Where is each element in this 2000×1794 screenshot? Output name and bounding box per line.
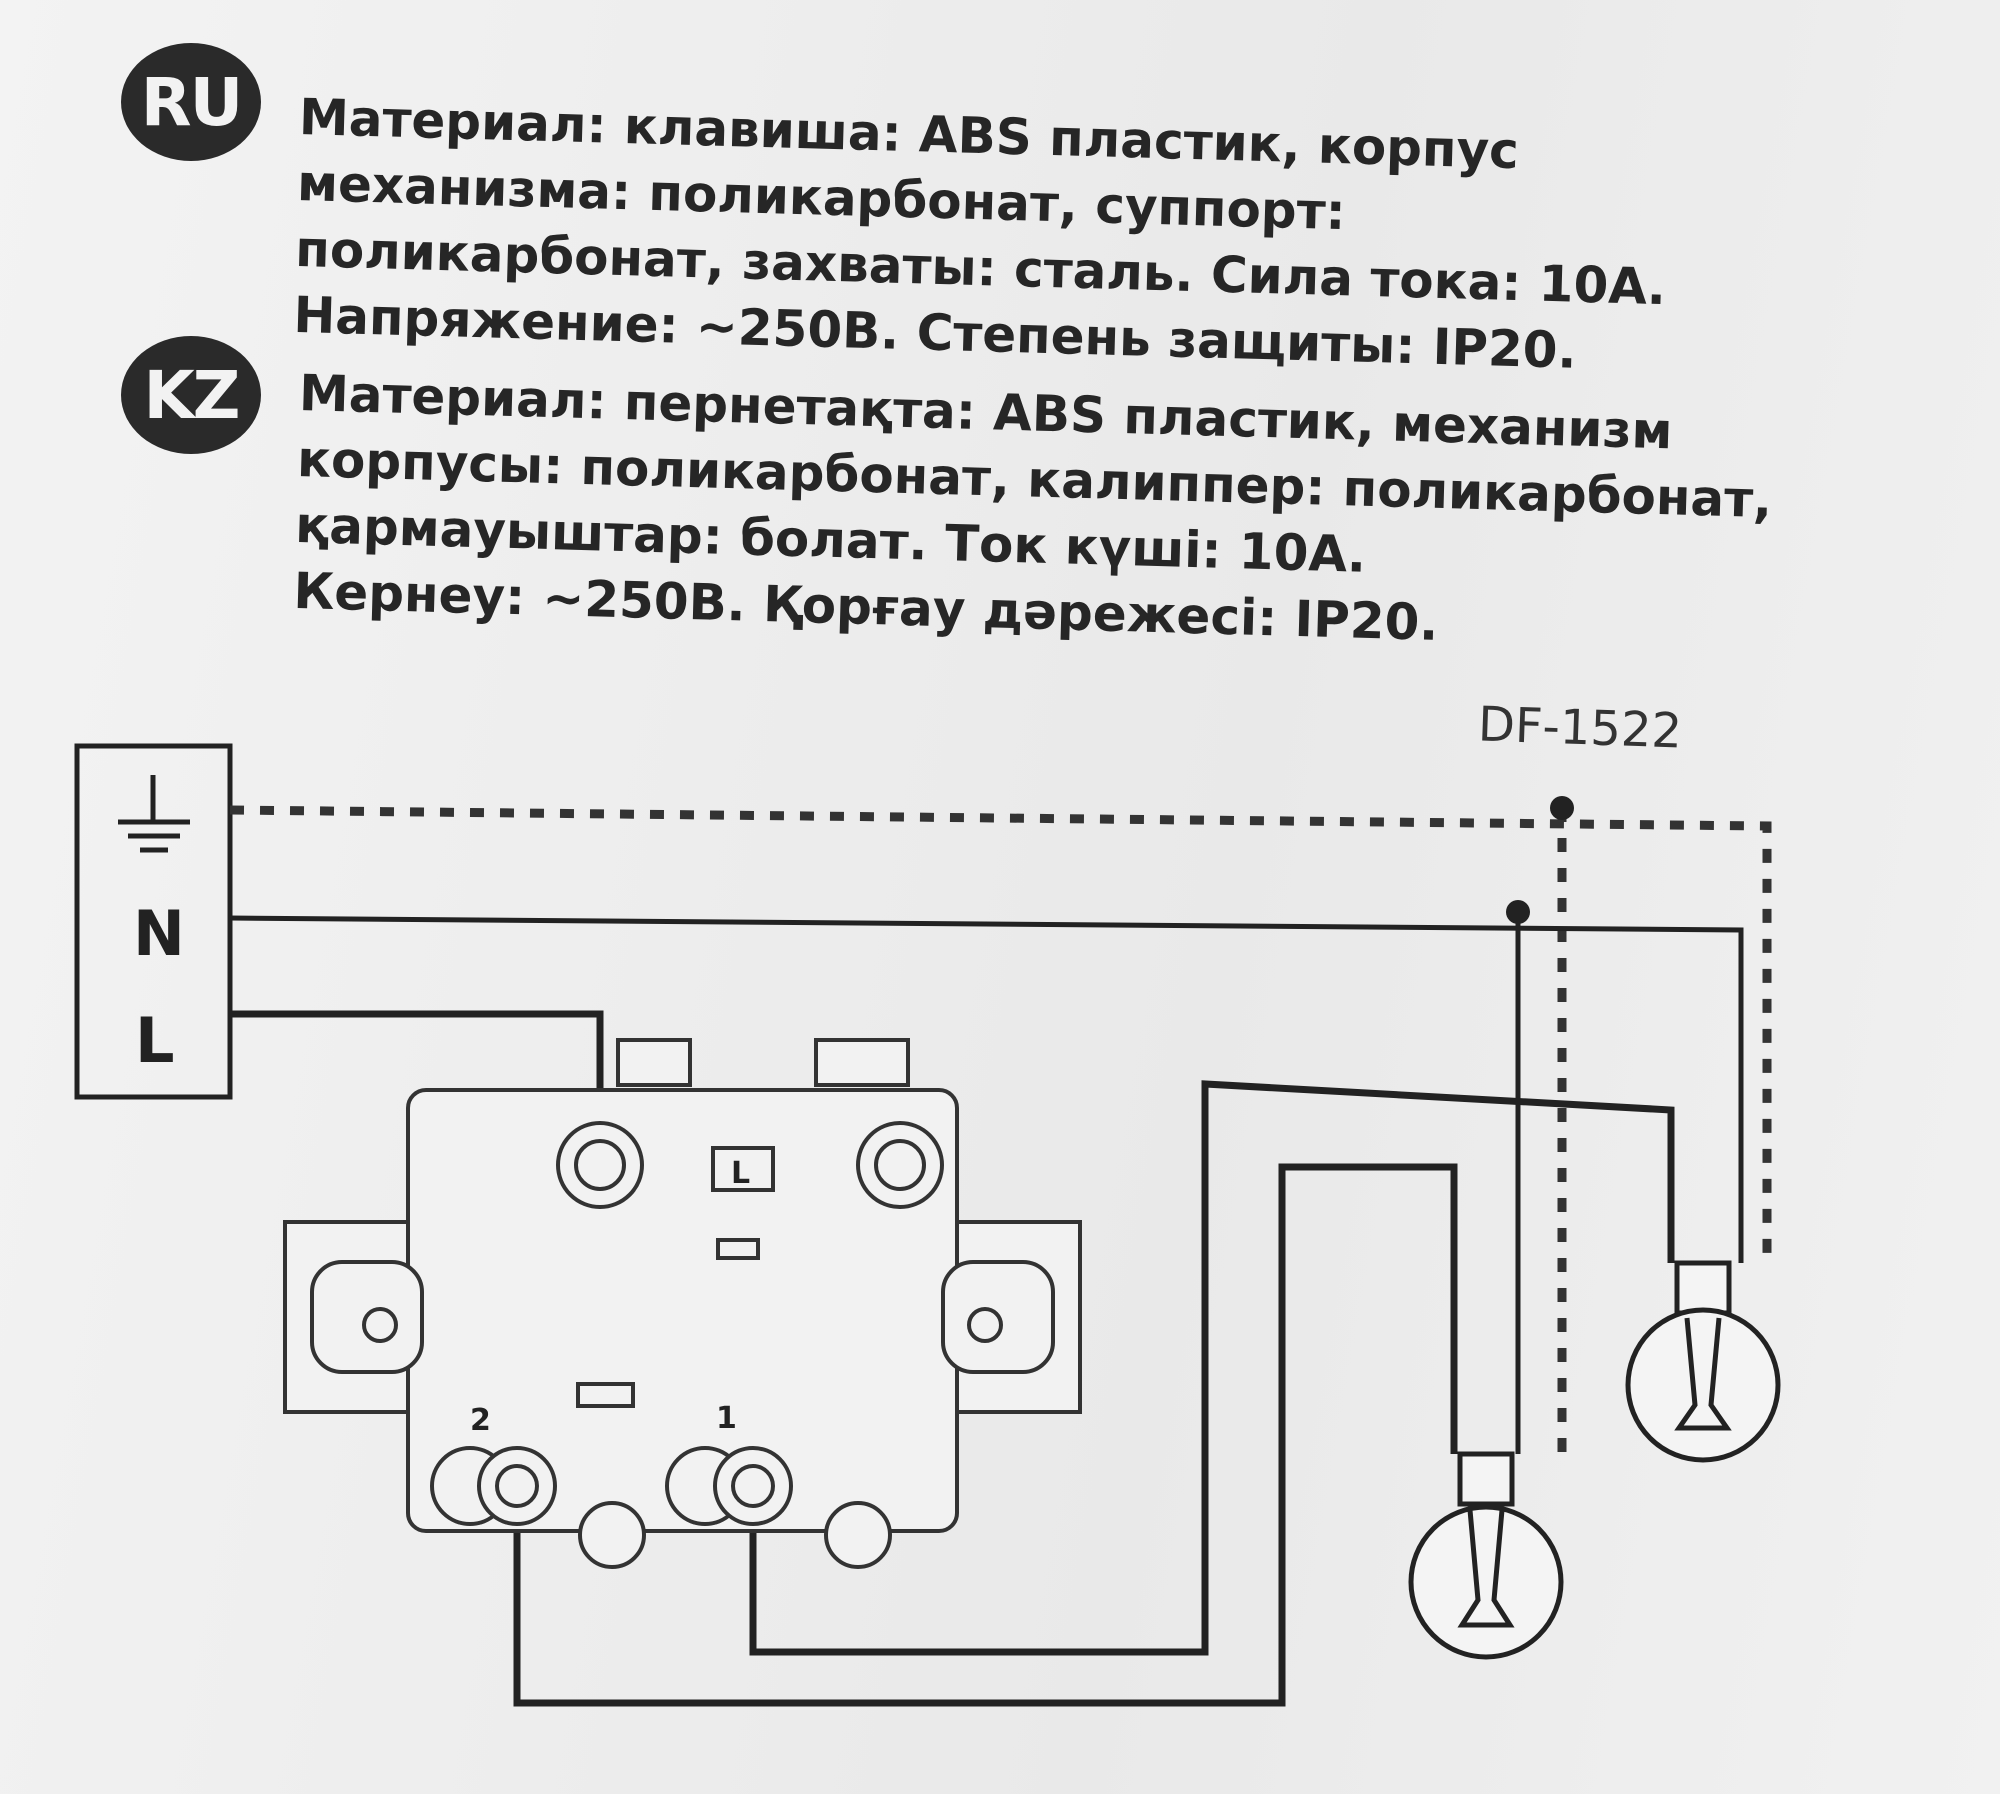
output-2-wire — [513, 1163, 1458, 1707]
lamp-1-icon — [1408, 1451, 1564, 1660]
earth-junction — [1550, 796, 1574, 820]
terminal-l-label: L — [135, 1004, 175, 1077]
output-2-label: 2 — [470, 1403, 491, 1438]
earth-wire — [229, 805, 1772, 1454]
output-1-label: 1 — [716, 1401, 737, 1436]
ru-badge: RU — [121, 43, 261, 161]
switch-mechanism — [283, 1038, 1082, 1569]
supply-terminal-box — [74, 743, 233, 1100]
neutral-junction — [1506, 900, 1530, 924]
terminal-n-label: N — [133, 897, 185, 970]
lamp-2-icon — [1625, 1260, 1781, 1463]
neutral-wire — [229, 912, 1744, 1454]
output-1-wire — [749, 1080, 1675, 1656]
ground-icon — [118, 775, 190, 853]
switch-input-label: L — [731, 1156, 750, 1191]
kz-badge: KZ — [121, 336, 261, 454]
